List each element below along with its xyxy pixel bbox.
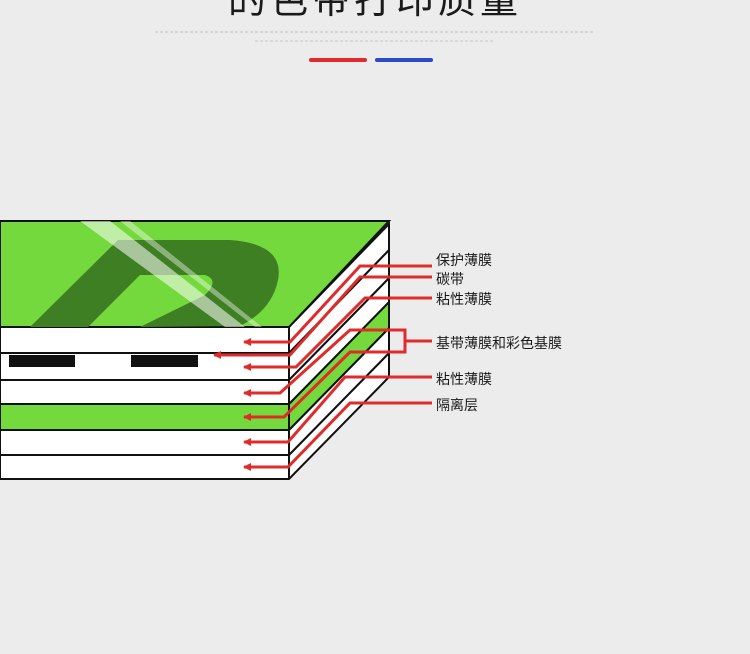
leader-color-base — [243, 350, 405, 421]
page-title: 的色带打印质量 — [227, 0, 522, 22]
layer-protective-top — [0, 220, 392, 328]
accent-bar-red — [309, 58, 367, 62]
gloss-stripe — [80, 221, 245, 327]
leader-adhesive-bottom — [243, 375, 432, 446]
leader-adhesive-top — [243, 296, 432, 371]
leader-protective — [243, 264, 432, 346]
carbon-block-right — [131, 355, 198, 367]
leader-release — [243, 401, 432, 471]
leader-lines — [213, 264, 432, 471]
carbon-block-left — [9, 355, 75, 367]
label-adhesive-film-top: 粘性薄膜 — [436, 292, 492, 308]
label-release-layer: 隔离层 — [436, 397, 478, 414]
label-protective-film: 保护薄膜 — [436, 253, 492, 269]
label-base-and-color-film: 基带薄膜和彩色基膜 — [436, 335, 562, 352]
leader-base-film — [243, 328, 405, 397]
gloss-stripe-thin — [120, 221, 262, 327]
bracket — [388, 328, 407, 354]
label-carbon-ribbon: 碳带 — [436, 272, 464, 288]
accent-bar-blue — [375, 58, 433, 62]
faint-subtitle-text — [155, 31, 595, 42]
label-adhesive-film-bottom: 粘性薄膜 — [436, 372, 492, 388]
leader-carbon — [213, 275, 432, 359]
